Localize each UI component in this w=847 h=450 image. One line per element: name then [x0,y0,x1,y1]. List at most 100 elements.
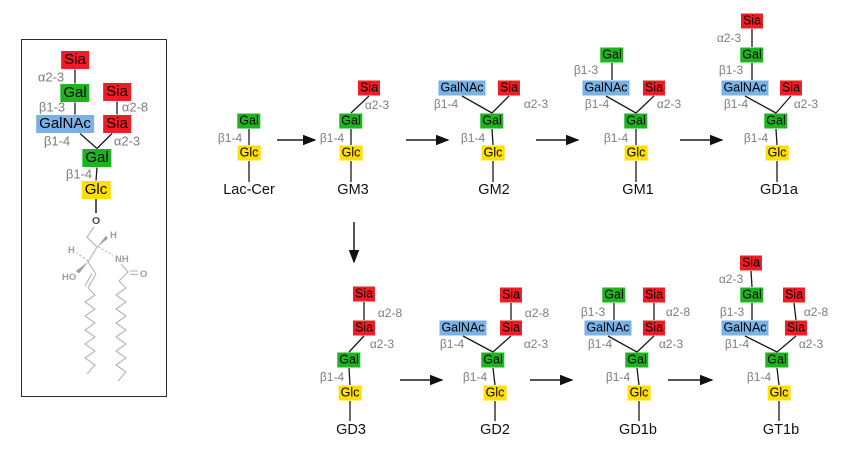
ho-label: HO [62,272,76,283]
glycosidic-bond [491,95,510,114]
alkene-bond-2 [84,272,93,287]
linkage-label: β1-4 [746,370,772,384]
linkage-label: β1-4 [433,97,459,111]
hashed-bond-nh [97,246,114,256]
structure-name-gd3: GD3 [336,422,366,438]
ceramide-icon: O H NH H HO O [62,199,147,382]
residue-sia: Sia [499,320,523,336]
residue-glc: Glc [481,145,505,161]
glycosidic-bond [348,335,365,353]
glycosidic-bond [348,367,351,386]
structure-name-gm2: GM2 [478,182,510,198]
structure-name-gd1a: GD1a [760,182,798,198]
glycosidic-bond [775,95,792,114]
glycosidic-bond [95,167,98,181]
linkage-label: β1-4 [723,97,749,111]
residue-gal: Gal [765,352,789,368]
residue-galnac: GalNAc [439,320,487,336]
linkage-label: β1-3 [718,63,744,77]
h-label-right: H [110,230,117,241]
linkage-label: β1-4 [605,370,631,384]
linkage-label: α2-8 [524,306,550,320]
residue-sia: Sia [497,80,521,96]
residue-galnac: GalNAc [721,80,769,96]
residue-sia: Sia [642,287,666,303]
residue-gal: Gal [339,113,363,129]
reaction-arrows-layer [277,134,724,386]
carbonyl-o-label: O [140,269,147,280]
glycosidic-bonds-layer [74,29,797,421]
linkage-label: β1-3 [38,99,66,115]
linkage-label: α2-8 [665,305,691,319]
residue-gal: Gal [237,113,261,129]
residue-sia: Sia [784,320,808,336]
linkage-label: α2-3 [718,272,744,286]
hashed-bond-h [76,252,89,262]
glycosidic-bond [462,335,494,353]
glycosidic-bond [492,367,496,386]
residue-gal: Gal [624,113,648,129]
linkage-label: α2-3 [113,133,141,149]
linkage-label: α2-3 [716,31,742,45]
residue-gal: Gal [82,149,112,167]
linkage-label: β1-4 [462,370,488,384]
linkage-label: α2-3 [369,337,395,351]
residue-gal: Gal [740,287,764,303]
glycosidic-oxygen-label: O [92,215,100,227]
residue-glc: Glc [338,385,362,401]
linkage-label: β1-4 [319,370,345,384]
residue-sia: Sia [779,80,803,96]
residue-gal: Gal [480,113,504,129]
linkage-label: β1-4 [43,133,71,149]
residue-sia: Sia [103,83,131,101]
residue-glc: Glc [339,145,363,161]
glycosidic-bond [793,302,797,321]
ceramide-backbone [86,226,98,275]
residue-sia: Sia [103,115,131,133]
glycosidic-bond [775,128,778,146]
linkage-label: β1-4 [724,337,750,351]
linkage-label: α2-3 [798,337,824,351]
linkage-label: α2-8 [803,305,829,319]
residue-glc: Glc [765,145,789,161]
alkene-bond-1 [87,273,97,289]
linkage-label: β1-3 [580,305,606,319]
glycosidic-bond [744,95,777,114]
glycosidic-bond [492,335,512,353]
linkage-label: α2-3 [37,69,65,85]
glycosidic-bond [776,335,797,353]
residue-gal: Gal [600,47,624,63]
sphingosine-chain [84,287,96,375]
residue-gal: Gal [764,113,788,129]
residue-gal: Gal [740,47,764,63]
linkage-label: α2-3 [793,97,819,111]
residue-galnac: GalNAc [584,320,632,336]
linkage-label: β1-4 [217,131,243,145]
residue-gal: Gal [625,352,649,368]
residue-sia: Sia [739,255,763,271]
linkage-label: β1-3 [719,305,745,319]
linkage-label: β1-4 [587,337,613,351]
linkage-label: α2-8 [121,99,149,115]
glycosidic-bond [350,95,370,114]
residue-galnac: GalNAc [36,115,94,133]
residue-gal: Gal [602,287,626,303]
linkage-label: β1-4 [319,131,345,145]
residue-sia: Sia [642,320,666,336]
glycosidic-bond [96,133,113,149]
residue-sia: Sia [642,80,666,96]
wedge-bond-h [97,235,108,247]
residue-galnac: GalNAc [582,80,630,96]
residue-gal: Gal [60,84,90,102]
linkage-label: β1-3 [573,63,599,77]
residue-sia: Sia [782,287,806,303]
structure-name-gt1b: GT1b [762,422,800,438]
residue-glc: Glc [483,385,507,401]
nh-label: NH [115,254,129,265]
h-label-left: H [68,245,75,256]
glycosidic-bond [636,335,655,353]
structure-name-gd2: GD2 [480,422,510,438]
linkage-label: α2-3 [364,98,390,112]
linkage-label: α2-3 [656,97,682,111]
